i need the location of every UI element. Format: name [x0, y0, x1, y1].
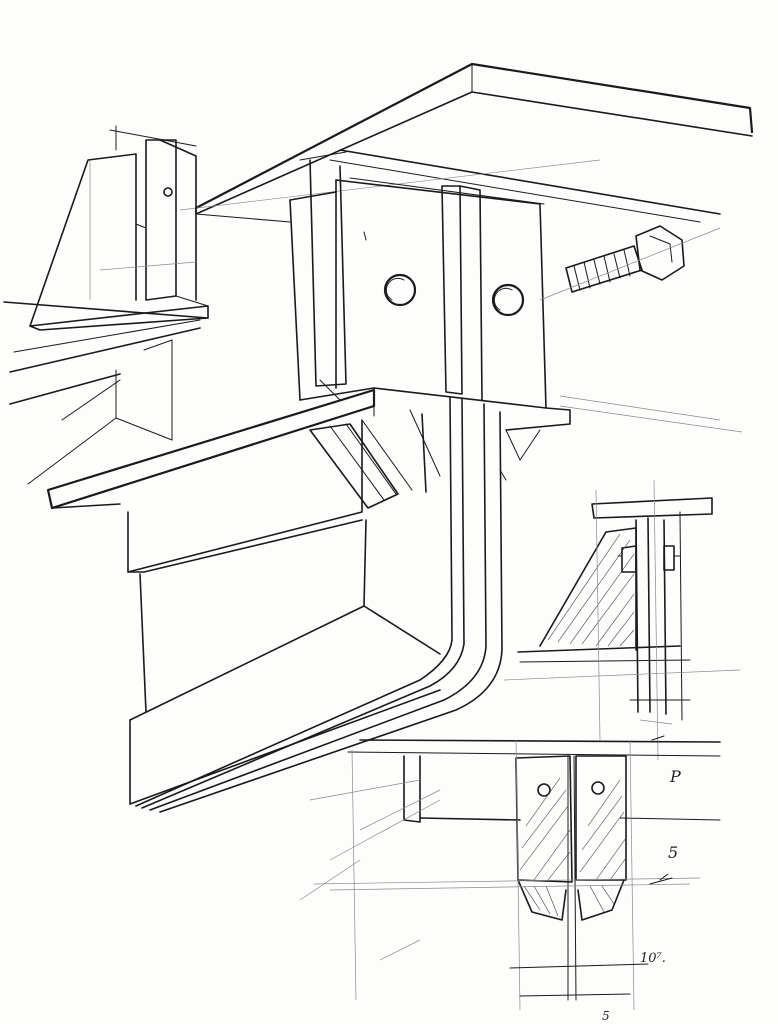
dim-label-5-bottom: 5 — [602, 1009, 610, 1023]
bolt-icon — [539, 225, 721, 301]
left-bracket — [3, 125, 209, 485]
detail-front-elevation — [299, 719, 721, 1011]
dimension-labels: P 5 10⁷. 5 — [602, 735, 681, 1023]
main-beam — [46, 388, 743, 813]
dim-label-107: 10⁷. — [640, 951, 666, 966]
dim-label-5: 5 — [668, 843, 678, 862]
center-block — [289, 151, 571, 431]
dim-label-p: P — [669, 767, 681, 786]
detail-side-elevation — [503, 479, 741, 761]
top-slab — [179, 62, 754, 223]
